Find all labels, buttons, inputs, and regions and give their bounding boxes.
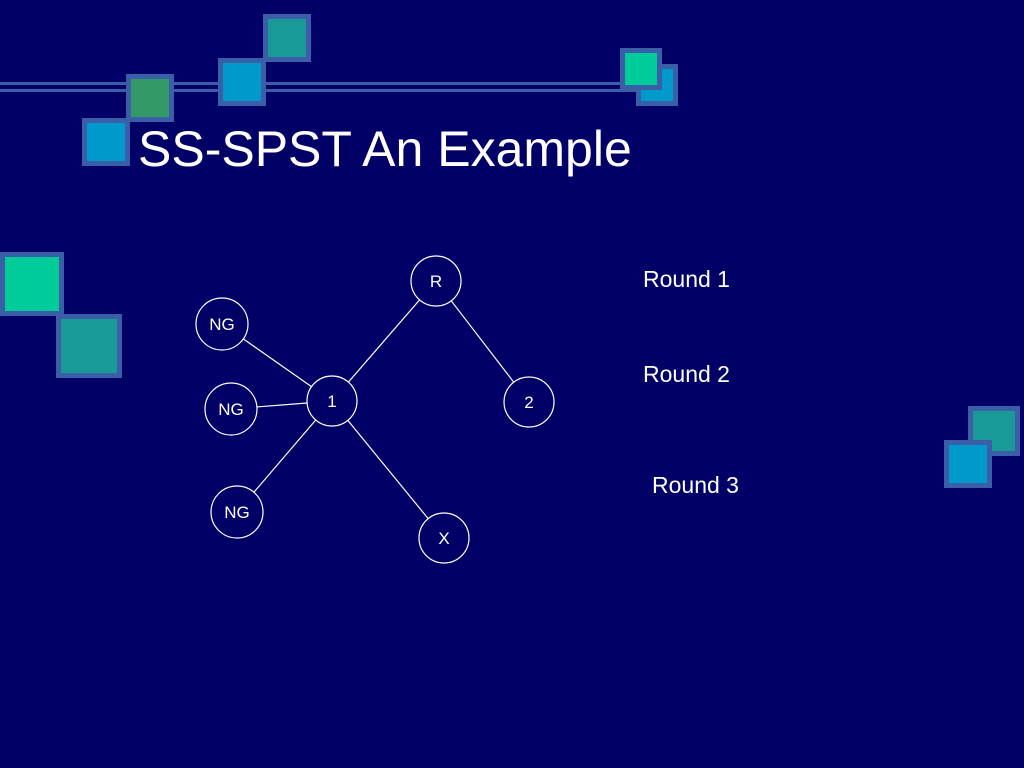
deco-square	[968, 406, 1020, 456]
node-ng-bot: NG	[210, 485, 264, 539]
edge-n1-ng-mid	[256, 402, 308, 408]
node-circle	[204, 382, 258, 436]
deco-square	[0, 252, 64, 316]
edge-n1-ng-bot	[253, 419, 317, 493]
node-ng-mid: NG	[204, 382, 258, 436]
node-n1: 1	[306, 375, 358, 427]
diagram-edges	[242, 299, 515, 520]
node-circle	[410, 255, 462, 307]
edge-n1-x	[347, 419, 429, 520]
node-label: X	[438, 529, 449, 548]
node-ng-top: NG	[195, 297, 249, 351]
edge-r-n2	[450, 300, 515, 383]
node-label: NG	[209, 315, 235, 334]
deco-square	[944, 440, 992, 488]
slide-title: SS-SPST An Example	[138, 121, 632, 177]
node-circle	[195, 297, 249, 351]
edge-n1-ng-top	[242, 338, 312, 388]
node-circle	[210, 485, 264, 539]
round-1-label: Round 1	[643, 266, 730, 292]
node-label: NG	[218, 400, 244, 419]
deco-square	[218, 58, 266, 106]
node-n2: 2	[503, 376, 555, 428]
node-circle	[306, 375, 358, 427]
round-3-label: Round 3	[652, 472, 739, 498]
node-x: X	[418, 512, 470, 564]
node-label: R	[430, 272, 442, 291]
node-label: 1	[327, 392, 336, 411]
deco-square	[126, 74, 174, 122]
node-r: R	[410, 255, 462, 307]
deco-square	[620, 48, 662, 90]
node-label: 2	[524, 393, 533, 412]
deco-square	[56, 314, 122, 378]
header-rule	[0, 82, 660, 92]
node-label: NG	[224, 503, 250, 522]
diagram-nodes: R 1 2X NG NG NG	[195, 255, 555, 564]
node-circle	[503, 376, 555, 428]
deco-square	[263, 14, 311, 62]
edge-r-n1	[347, 299, 421, 383]
round-2-label: Round 2	[643, 361, 730, 387]
node-circle	[418, 512, 470, 564]
deco-square	[82, 118, 130, 166]
